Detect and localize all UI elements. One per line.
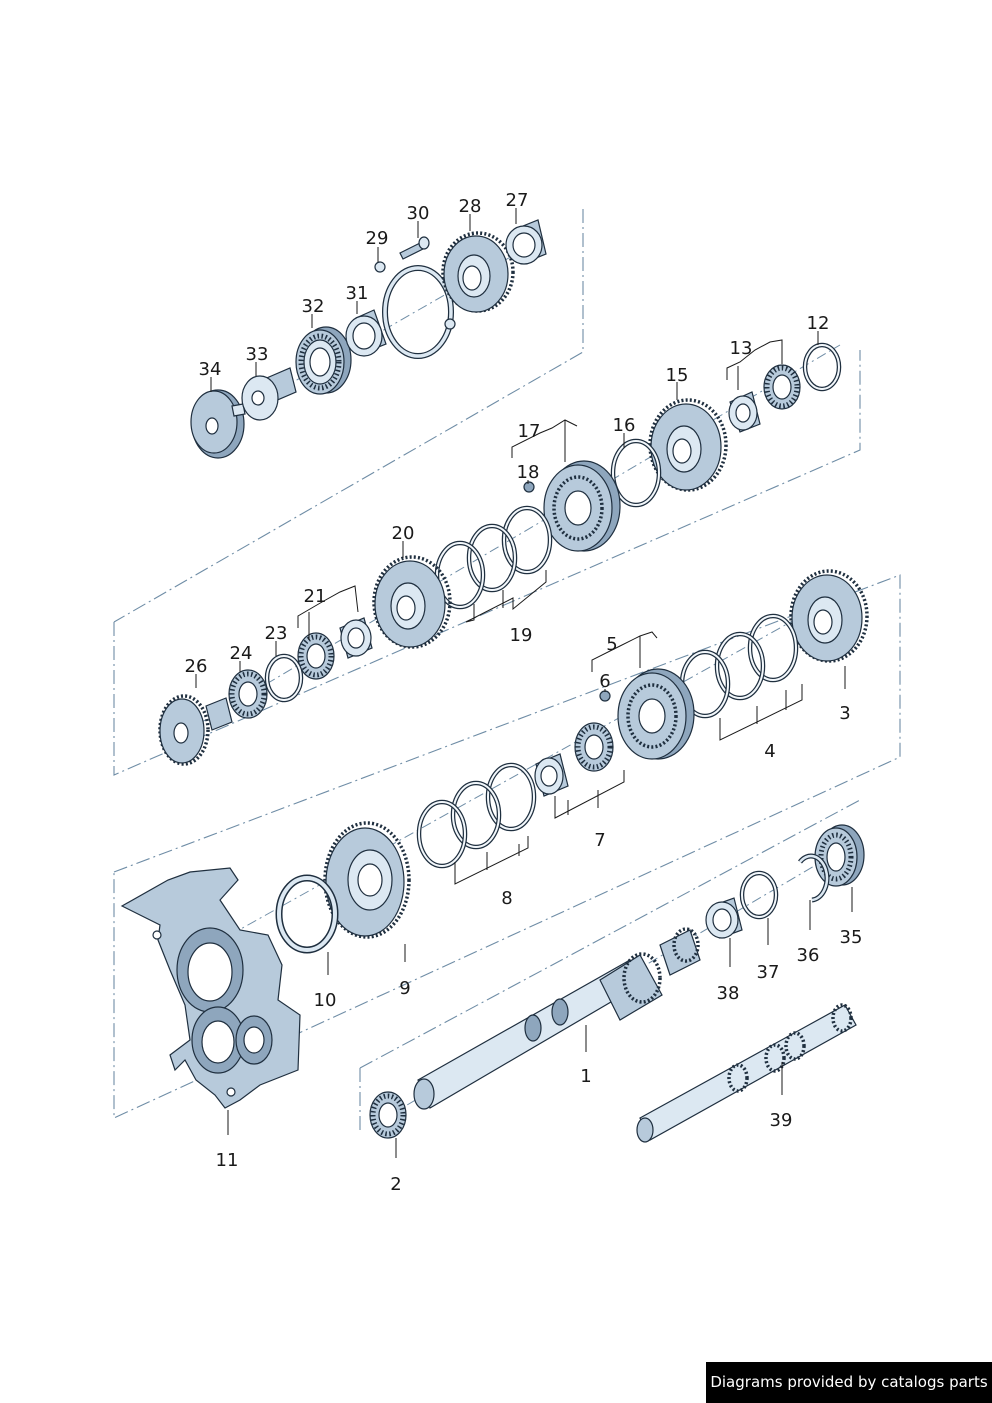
part-28-gear [441, 231, 515, 313]
callout-26: 26 [185, 656, 208, 677]
diagram-credit-badge: Diagrams provided by catalogs parts [706, 1362, 992, 1403]
callout-1: 1 [580, 1066, 591, 1087]
part-29-gasket [374, 261, 456, 359]
diagram-credit-text: Diagrams provided by catalogs parts [710, 1373, 988, 1391]
callout-38: 38 [717, 983, 740, 1004]
callout-30: 30 [407, 203, 430, 224]
part-9-gear [323, 821, 411, 939]
part-21-needle-bearing [297, 617, 373, 680]
callout-5: 5 [606, 634, 617, 655]
callout-39: 39 [770, 1110, 793, 1131]
callout-28: 28 [459, 196, 482, 217]
callout-10: 10 [314, 990, 337, 1011]
callout-7: 7 [594, 830, 605, 851]
callout-36: 36 [797, 945, 820, 966]
callout-9: 9 [399, 978, 410, 999]
callout-35: 35 [840, 927, 863, 948]
part-26-gear [158, 694, 233, 766]
part-39-selector-shaft [636, 1003, 857, 1143]
part-32-bearing [295, 326, 352, 395]
callout-13: 13 [730, 338, 753, 359]
callout-21: 21 [304, 586, 327, 607]
part-20-gear [372, 555, 452, 649]
part-27-bearing-race [505, 219, 547, 265]
callout-24: 24 [230, 643, 253, 664]
callout-3: 3 [839, 703, 850, 724]
part-5-synchro-hub [617, 668, 695, 760]
part-2-needle-bearing [369, 1091, 407, 1139]
part-24-needle-bearing [228, 669, 268, 719]
callout-29: 29 [366, 228, 389, 249]
part-13-needle-bearing [728, 364, 801, 433]
axis-lines [179, 239, 851, 1116]
part-35-bearing [814, 824, 865, 887]
part-6-pin [599, 690, 611, 702]
part-10-seal-ring [275, 874, 339, 954]
part-15-gear [648, 398, 728, 492]
callout-27: 27 [506, 190, 529, 211]
callout-19: 19 [510, 625, 533, 646]
callout-6: 6 [599, 671, 610, 692]
part-31-sleeve [345, 309, 387, 357]
assembly-frames [113, 209, 901, 1130]
part-38-bushing [705, 897, 743, 939]
part-33-bolt [241, 367, 297, 421]
callout-11: 11 [216, 1150, 239, 1171]
frame-middle-upper [113, 350, 861, 776]
callout-2: 2 [390, 1174, 401, 1195]
callout-33: 33 [246, 344, 269, 365]
part-17-synchro-hub [543, 460, 621, 552]
callout-labels: 34 33 32 31 29 30 28 27 12 13 15 16 17 1… [185, 190, 863, 1195]
frame-middle-lower [113, 574, 901, 1119]
callout-31: 31 [346, 283, 369, 304]
part-8-synchro-rings [419, 765, 534, 866]
part-4-synchro-rings [682, 616, 796, 716]
callout-8: 8 [501, 888, 512, 909]
part-18-pin [523, 481, 535, 493]
callout-17: 17 [518, 421, 541, 442]
part-16-ring [613, 441, 659, 505]
callout-34: 34 [199, 359, 222, 380]
callout-4: 4 [764, 741, 775, 762]
callout-20: 20 [392, 523, 415, 544]
part-37-ring [742, 873, 776, 917]
part-30-screw [399, 236, 430, 260]
frame-lower [359, 799, 861, 1130]
part-7-needle-bearing [534, 722, 614, 797]
leader-lines [195, 208, 853, 1158]
callout-15: 15 [666, 365, 689, 386]
part-34-cover-plate [190, 389, 246, 459]
part-11-housing [120, 867, 301, 1109]
callout-16: 16 [613, 415, 636, 436]
callout-18: 18 [517, 462, 540, 483]
callout-32: 32 [302, 296, 325, 317]
callout-12: 12 [807, 313, 830, 334]
part-36-snap-ring [798, 853, 830, 903]
part-1-main-shaft [413, 927, 701, 1110]
part-3-gear [789, 569, 869, 663]
part-23-ring [267, 656, 301, 700]
callout-37: 37 [757, 962, 780, 983]
callout-23: 23 [265, 623, 288, 644]
part-12-ring [805, 345, 839, 389]
